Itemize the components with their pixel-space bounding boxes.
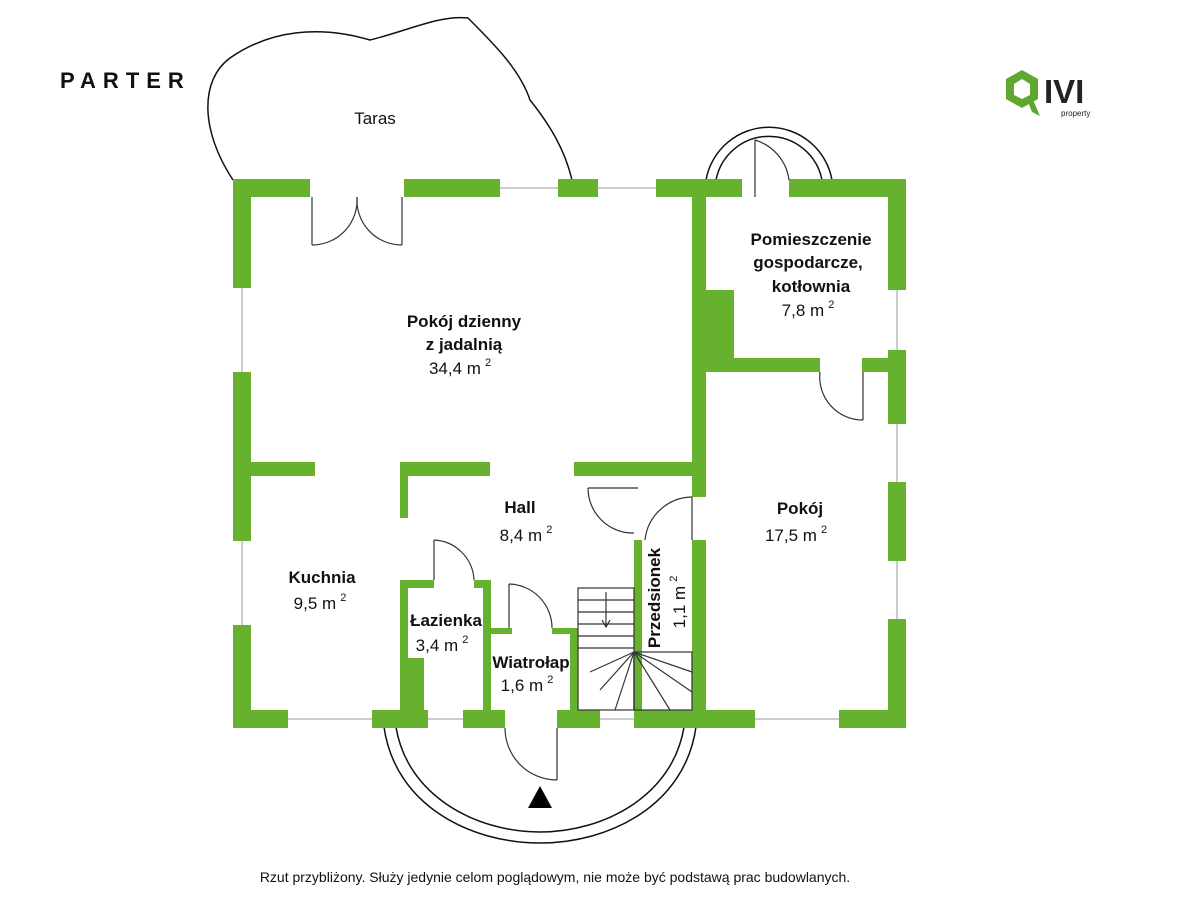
door-room <box>819 371 864 421</box>
door-vestibule-room <box>644 496 693 541</box>
door-entrance <box>504 727 558 781</box>
porch-outer-arc <box>383 726 697 844</box>
label-kitchen: Kuchnia <box>288 568 356 587</box>
label-boiler-1: Pomieszczenie <box>751 230 872 249</box>
wall-vestibule-left <box>634 540 642 710</box>
wall-hall-top-right <box>574 462 692 476</box>
label-room: Pokój <box>777 499 823 518</box>
wall-porch-right <box>570 628 578 710</box>
disclaimer-text: Rzut przybliżony. Służy jedynie celom po… <box>259 869 851 885</box>
doors <box>311 139 864 781</box>
label-living-room-2: z jadalnią <box>426 335 503 354</box>
logo-hexagon-icon <box>1006 70 1040 116</box>
wall-bath-right <box>483 580 491 710</box>
logo-subtitle: property <box>1061 109 1090 118</box>
door-terrace-right <box>356 196 403 246</box>
label-vestibule: Przedsionek <box>645 547 664 648</box>
window-lines <box>241 187 898 720</box>
interior-walls <box>251 197 888 710</box>
floor-heading: PARTER <box>60 68 191 93</box>
label-boiler-3: kotłownia <box>772 277 851 296</box>
qivi-logo: IVI property <box>1006 70 1090 118</box>
bay-boiler-room-inner <box>715 135 823 181</box>
wall-hall-top <box>400 462 490 476</box>
area-living-value: 34,4 <box>429 359 462 378</box>
wall-vestibule-right <box>692 540 706 710</box>
area-vestibule: 1,1 m2 <box>668 576 689 629</box>
wall-kitchen-top-left <box>251 462 315 476</box>
door-terrace-left <box>311 196 358 246</box>
logo-letters: IVI <box>1044 73 1084 110</box>
terrace-outline <box>207 16 573 181</box>
door-porch <box>508 583 553 629</box>
bay-boiler-room <box>705 126 833 181</box>
staircase <box>577 587 693 711</box>
entrance-opening <box>505 710 557 728</box>
label-taras: Taras <box>354 109 396 128</box>
wall-openings <box>233 179 906 728</box>
label-living-room-1: Pokój dzienny <box>407 312 522 331</box>
label-porch: Wiatrołap <box>492 653 569 672</box>
boiler-door-opening <box>742 179 789 197</box>
wall-left <box>233 179 251 728</box>
wall-bath-stub <box>400 658 424 710</box>
label-boiler-2: gospodarcze, <box>753 253 863 272</box>
entrance-marker-icon <box>528 786 552 808</box>
door-boiler-bay <box>754 139 790 197</box>
interior-openings <box>434 358 862 634</box>
boiler-room-chimney <box>692 290 734 358</box>
wall-bottom <box>233 710 906 728</box>
wall-hall-left-stub <box>400 462 408 518</box>
porch-inner-arc <box>395 726 685 833</box>
label-hall: Hall <box>504 498 535 517</box>
door-hall-vestibule <box>587 487 638 534</box>
door-bathroom <box>433 539 475 581</box>
terrace-door-opening <box>310 179 404 197</box>
label-bathroom: Łazienka <box>410 611 482 630</box>
wall-bath-left <box>400 580 408 710</box>
